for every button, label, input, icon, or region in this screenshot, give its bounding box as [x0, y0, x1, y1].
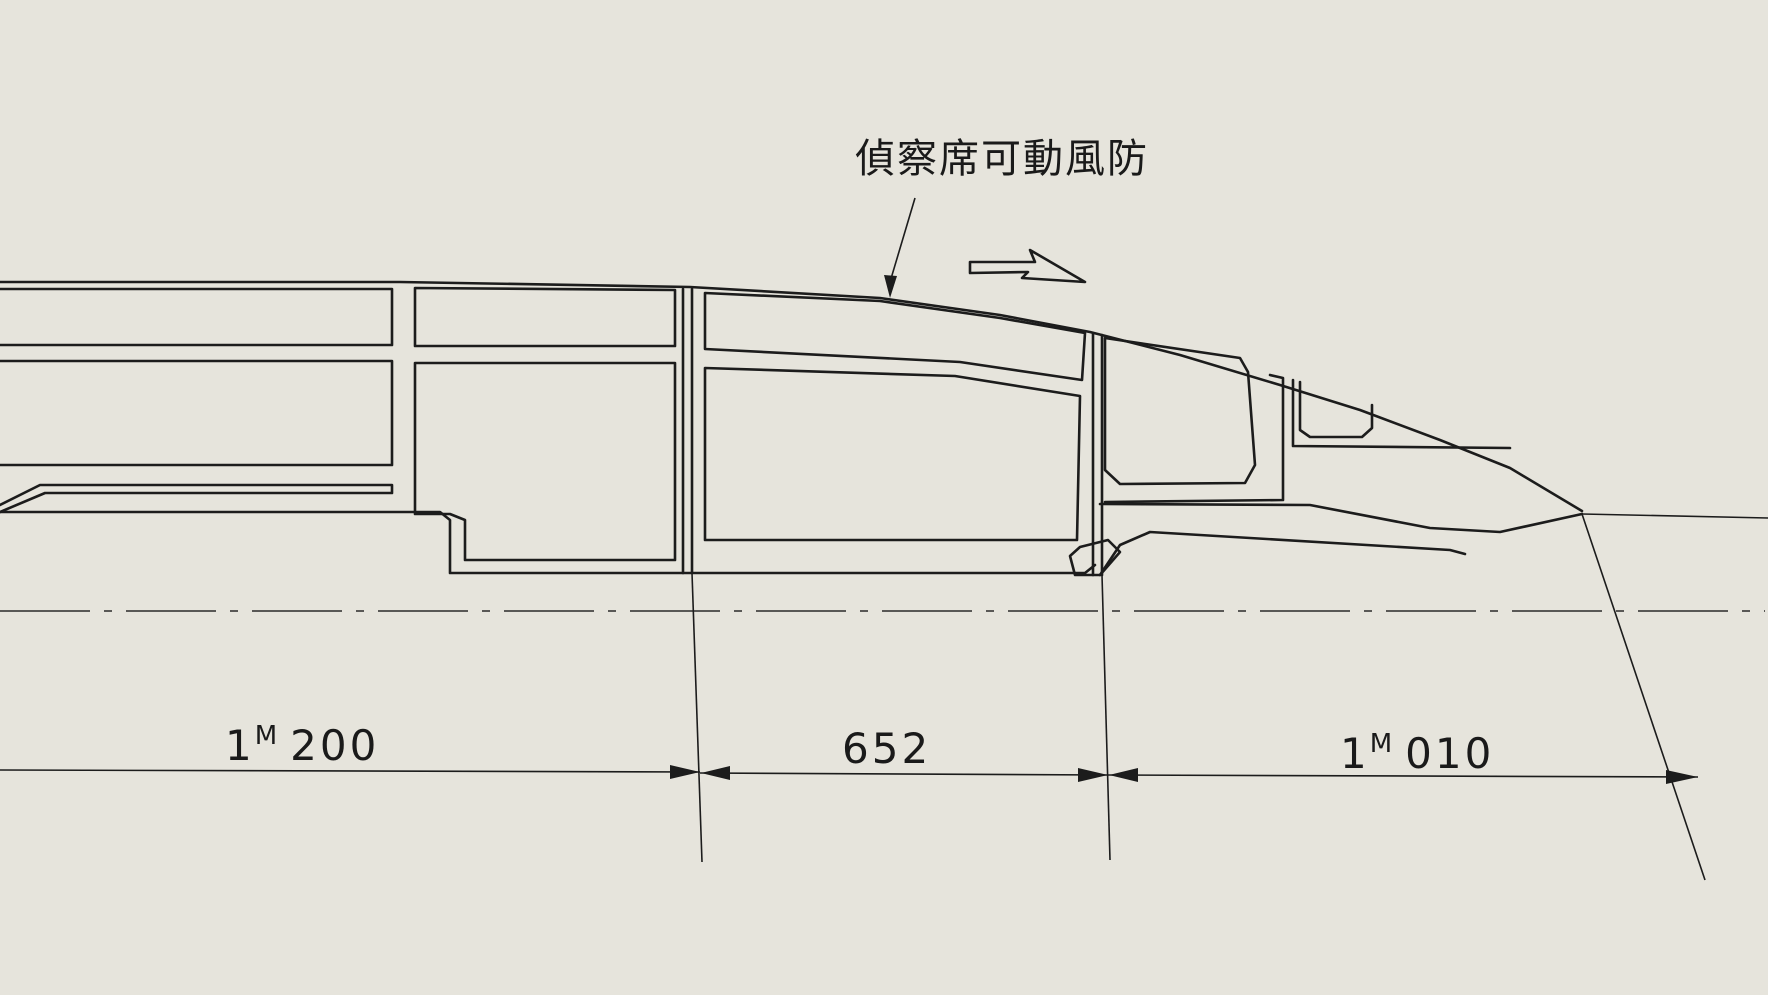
dimension-label-2: 652 [842, 724, 931, 773]
callout-leader [884, 197, 916, 298]
rear-fairing [1068, 336, 1768, 577]
extension-lines [691, 513, 1706, 881]
sliding-canopy-frames [703, 291, 1104, 577]
dimension-lines [0, 765, 1699, 784]
callout-label: 偵察席可動風防 [855, 136, 1149, 182]
middle-section-frames [0, 286, 1097, 575]
slide-direction-arrow [968, 248, 1087, 284]
canopy-outline [0, 280, 1584, 513]
left-section-frames [0, 287, 394, 514]
